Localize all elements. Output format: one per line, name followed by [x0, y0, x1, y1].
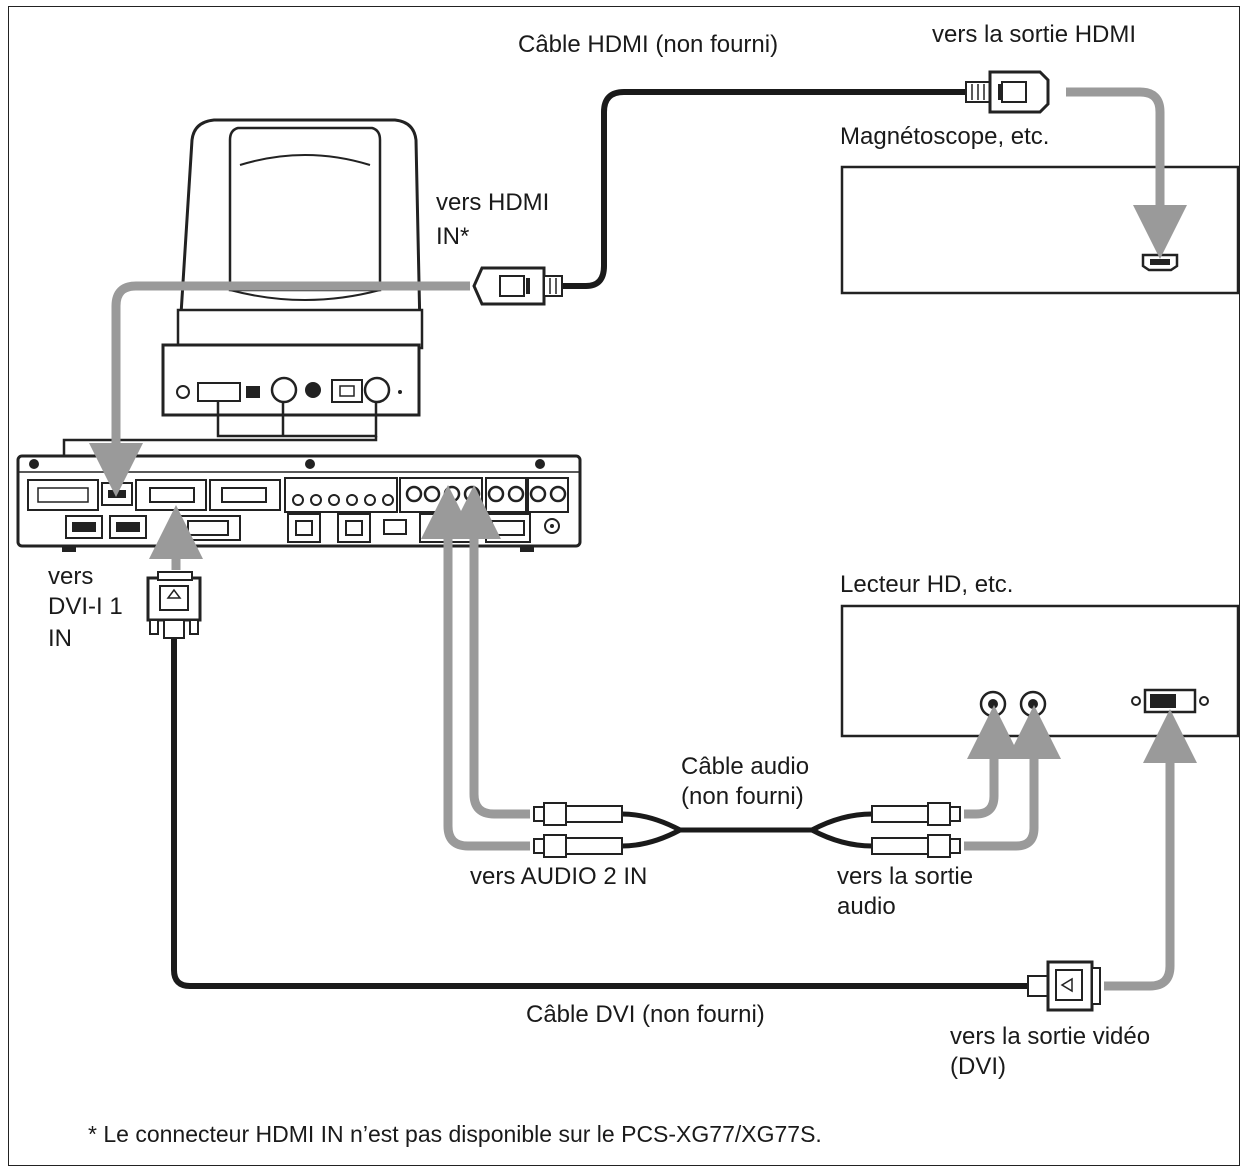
hd-player-device-box [840, 604, 1240, 738]
audio2-in-label: vers AUDIO 2 IN [470, 863, 648, 890]
audio-out-label-line2: audio [837, 893, 896, 920]
hdmi-cable-label: Câble HDMI (non fourni) [518, 31, 779, 58]
rca-plugs-right-icon [871, 802, 961, 858]
arrow-to-codec-hdmi-in [89, 281, 470, 497]
video-out-label-line1: vers la sortie vidéo [950, 1023, 1151, 1050]
audio-cable [621, 811, 873, 849]
arrow-to-codec-audio-in-2 [421, 485, 530, 851]
vcr-device-box [840, 165, 1240, 295]
hdmi-cable [560, 89, 968, 289]
arrow-to-codec-audio-in-1 [447, 485, 530, 819]
video-out-label-line2: (DVI) [950, 1053, 1006, 1080]
hdmi-in-label-line1: vers HDMI [436, 189, 550, 216]
dvi-in-label-line1: vers [48, 563, 94, 590]
arrow-to-player-audio-2 [964, 705, 1061, 851]
codec-unit-icon [16, 454, 582, 552]
dvi-in-label-line3: IN [48, 625, 72, 652]
arrow-to-player-audio-1 [964, 705, 1021, 819]
hd-player-label: Lecteur HD, etc. [840, 571, 1014, 598]
hdmi-plug-camera-icon [472, 266, 563, 306]
hd-player-dvi-port-icon [1131, 688, 1209, 714]
dvi-cable [171, 636, 1030, 989]
dvi-in-label-line2: DVI-I 1 [48, 593, 123, 620]
footnote: * Le connecteur HDMI IN n’est pas dispon… [88, 1121, 822, 1147]
hdmi-plug-top-icon [965, 70, 1050, 114]
vcr-hdmi-port-icon [1141, 253, 1179, 272]
rca-plugs-left-icon [533, 802, 623, 858]
dvi-plug-player-icon [1027, 960, 1101, 1012]
hdmi-out-label: vers la sortie HDMI [932, 21, 1137, 48]
hdmi-in-label-line2: IN* [436, 223, 470, 250]
dvi-plug-codec-icon [146, 571, 202, 639]
camera-icon [62, 118, 424, 476]
audio-cable-label-line2: (non fourni) [681, 783, 804, 810]
diagram-frame [8, 6, 1240, 1166]
arrow-to-player-dvi [1104, 709, 1197, 991]
audio-out-label-line1: vers la sortie [837, 863, 974, 890]
dvi-cable-label: Câble DVI (non fourni) [526, 1001, 765, 1028]
vcr-label: Magnétoscope, etc. [840, 123, 1050, 150]
audio-cable-label-line1: Câble audio [681, 753, 810, 780]
arrow-to-vcr-hdmi [1066, 87, 1187, 259]
